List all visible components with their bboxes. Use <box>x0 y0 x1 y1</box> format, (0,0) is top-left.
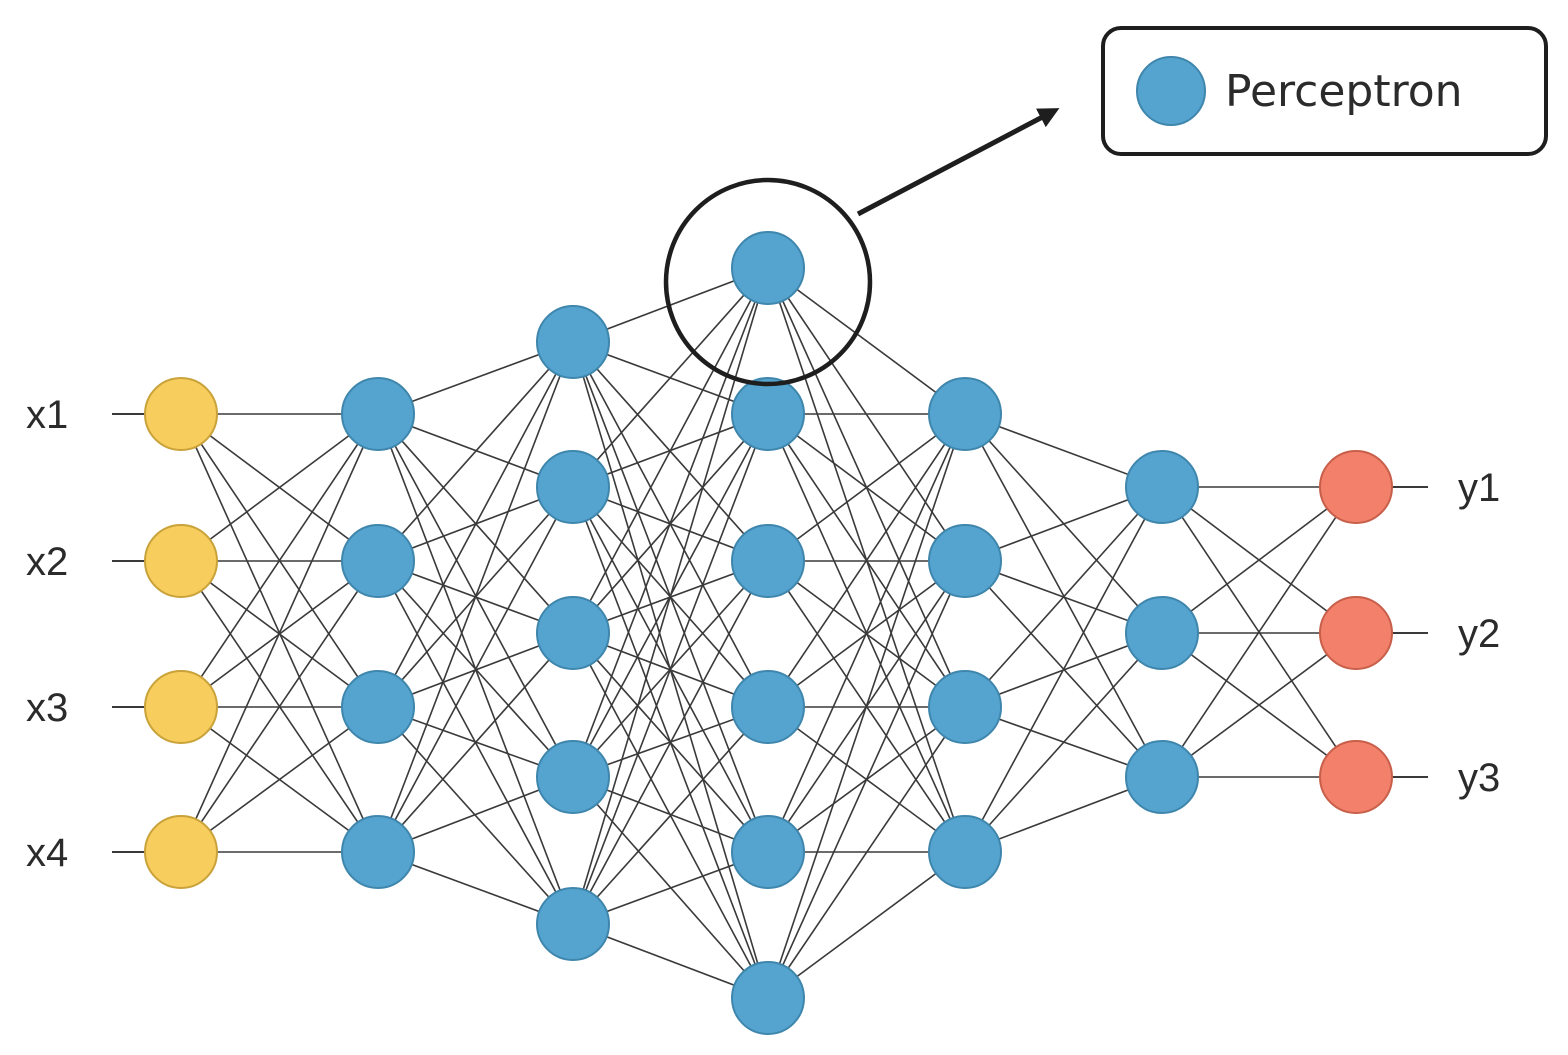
hidden-node <box>928 670 1002 744</box>
hidden-node <box>536 305 610 379</box>
hidden-node <box>536 450 610 524</box>
output-node <box>1319 450 1393 524</box>
legend-label: Perceptron <box>1225 66 1463 117</box>
hidden-node <box>341 377 415 451</box>
nodes <box>144 231 1393 1035</box>
connection-line <box>180 560 379 853</box>
connection-line <box>964 486 1163 708</box>
input-label: x2 <box>26 540 68 584</box>
hidden-node <box>1125 450 1199 524</box>
connection-line <box>767 560 966 999</box>
connection-line <box>377 341 574 708</box>
hidden-node <box>536 887 610 961</box>
hidden-node <box>928 524 1002 598</box>
connection-line <box>180 413 379 562</box>
input-node <box>144 670 218 744</box>
perceptron-node-icon <box>1136 56 1206 126</box>
connection-line <box>572 267 769 925</box>
connection-line <box>377 632 574 853</box>
output-label: y2 <box>1458 612 1500 656</box>
hidden-node <box>928 815 1002 889</box>
output-label: y3 <box>1458 756 1500 800</box>
hidden-node <box>731 524 805 598</box>
connection-line <box>767 706 966 999</box>
highlight-ring <box>663 177 873 387</box>
hidden-node <box>341 815 415 889</box>
hidden-node <box>1125 740 1199 814</box>
connection-line <box>377 706 574 925</box>
connection-line <box>767 413 966 562</box>
output-label: y1 <box>1458 466 1500 510</box>
hidden-node <box>928 377 1002 451</box>
connection-line <box>180 706 379 853</box>
legend: Perceptron <box>1101 26 1548 156</box>
connection-line <box>1161 486 1357 634</box>
connection-line <box>1161 632 1357 778</box>
connection-line <box>964 486 1163 853</box>
connection-line <box>377 486 574 853</box>
hidden-node <box>731 815 805 889</box>
connection-line <box>767 413 966 853</box>
hidden-node <box>1125 596 1199 670</box>
connection-line <box>1161 486 1357 778</box>
connection-line <box>377 341 574 562</box>
callout-arrow <box>856 108 1060 217</box>
highlighted-perceptron-node <box>731 231 805 305</box>
connection-line <box>572 267 769 488</box>
output-node <box>1319 596 1393 670</box>
hidden-node <box>536 740 610 814</box>
hidden-node <box>731 670 805 744</box>
connection-line <box>572 706 769 925</box>
io-labels: x1 x2 x3 x4 y1 y2 y3 <box>26 393 1500 875</box>
connection-line <box>572 267 769 634</box>
connection-line <box>767 267 966 415</box>
input-node <box>144 524 218 598</box>
connection-line <box>572 560 769 925</box>
input-label: x1 <box>26 393 68 437</box>
input-label: x4 <box>26 831 68 875</box>
connection-line <box>180 413 379 708</box>
hidden-node <box>731 377 805 451</box>
connection-line <box>767 851 966 999</box>
connection-line <box>964 632 1163 853</box>
input-node <box>144 377 218 451</box>
connection-line <box>180 413 379 853</box>
output-node <box>1319 740 1393 814</box>
legend-box <box>1101 26 1548 156</box>
connection-line <box>377 341 574 853</box>
hidden-node <box>536 596 610 670</box>
connection-line <box>964 413 1163 778</box>
connection-line <box>767 413 966 999</box>
hidden-node <box>341 524 415 598</box>
hidden-node <box>731 961 805 1035</box>
connection-line <box>767 413 966 708</box>
connection-line <box>572 267 769 778</box>
input-node <box>144 815 218 889</box>
input-label: x3 <box>26 686 68 730</box>
connection-line <box>572 413 769 925</box>
hidden-node <box>341 670 415 744</box>
